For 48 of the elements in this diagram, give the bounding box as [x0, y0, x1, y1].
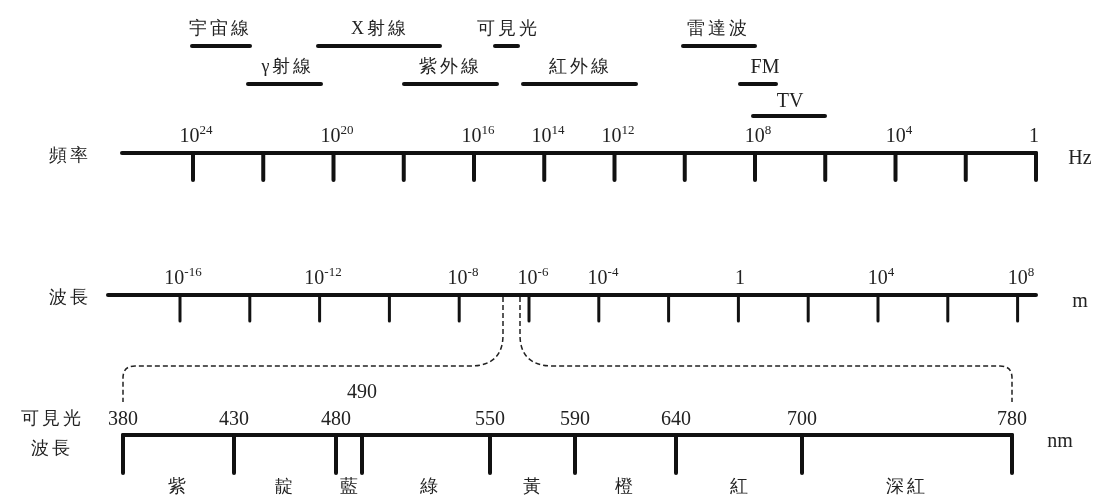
tick-label: 1 — [1029, 124, 1039, 146]
tick-label: 10$^{12}$ — [601, 124, 635, 146]
tick-label: 10$^{4}$ — [867, 266, 895, 288]
tick-label: 10$^{-8}$ — [447, 266, 479, 288]
tick-label: 10$^{-6}$ — [517, 266, 549, 288]
tick-label: 550 — [475, 407, 505, 429]
unit-label: nm — [1047, 429, 1073, 451]
unit-label: m — [1072, 289, 1088, 311]
color-label: 深紅 — [886, 475, 928, 497]
tick-label: 700 — [787, 407, 817, 429]
tick-label: 10$^{20}$ — [320, 124, 354, 146]
band-label: X射線 — [351, 17, 409, 39]
axis-title: 頻率 — [49, 144, 91, 166]
band-label: 雷達波 — [686, 17, 750, 39]
color-label: 綠 — [419, 475, 441, 497]
tick-label: 10$^{8}$ — [744, 124, 772, 146]
tick-label: 640 — [661, 407, 691, 429]
axis-title: 可見光波長 — [19, 407, 85, 460]
tick-label: 490 — [347, 380, 377, 402]
band-label: 可見光 — [476, 17, 540, 39]
band-label: γ射線 — [261, 55, 315, 77]
tick-label: 10$^{8}$ — [1007, 266, 1035, 288]
tick-label: 10$^{16}$ — [461, 124, 495, 146]
tick-label: 480 — [321, 407, 351, 429]
tick-label: 10$^{-16}$ — [164, 266, 202, 288]
tick-label: 590 — [560, 407, 590, 429]
tick-label: 380 — [108, 407, 138, 429]
band-label: 紫外線 — [418, 55, 482, 77]
color-label: 藍 — [339, 475, 361, 497]
band-label: 宇宙線 — [188, 17, 252, 39]
tick-label: 10$^{24}$ — [179, 124, 213, 146]
color-label: 紫 — [167, 475, 189, 497]
tick-label: 430 — [219, 407, 249, 429]
tick-label: 10$^{4}$ — [885, 124, 913, 146]
tick-label: 1 — [735, 266, 745, 288]
color-label: 黃 — [522, 475, 544, 497]
band-label: FM — [750, 55, 780, 77]
tick-label: 10$^{-12}$ — [304, 266, 342, 288]
band-label: 紅外線 — [548, 55, 612, 77]
tick-label: 10$^{-4}$ — [587, 266, 619, 288]
unit-label: Hz — [1068, 146, 1092, 168]
color-label: 紅 — [729, 475, 751, 497]
tick-label: 10$^{14}$ — [531, 124, 565, 146]
color-label: 橙 — [614, 475, 636, 497]
axis-title: 波長 — [49, 286, 91, 308]
tick-label: 780 — [997, 407, 1027, 429]
band-label: TV — [776, 89, 804, 111]
color-label: 靛 — [274, 475, 296, 497]
